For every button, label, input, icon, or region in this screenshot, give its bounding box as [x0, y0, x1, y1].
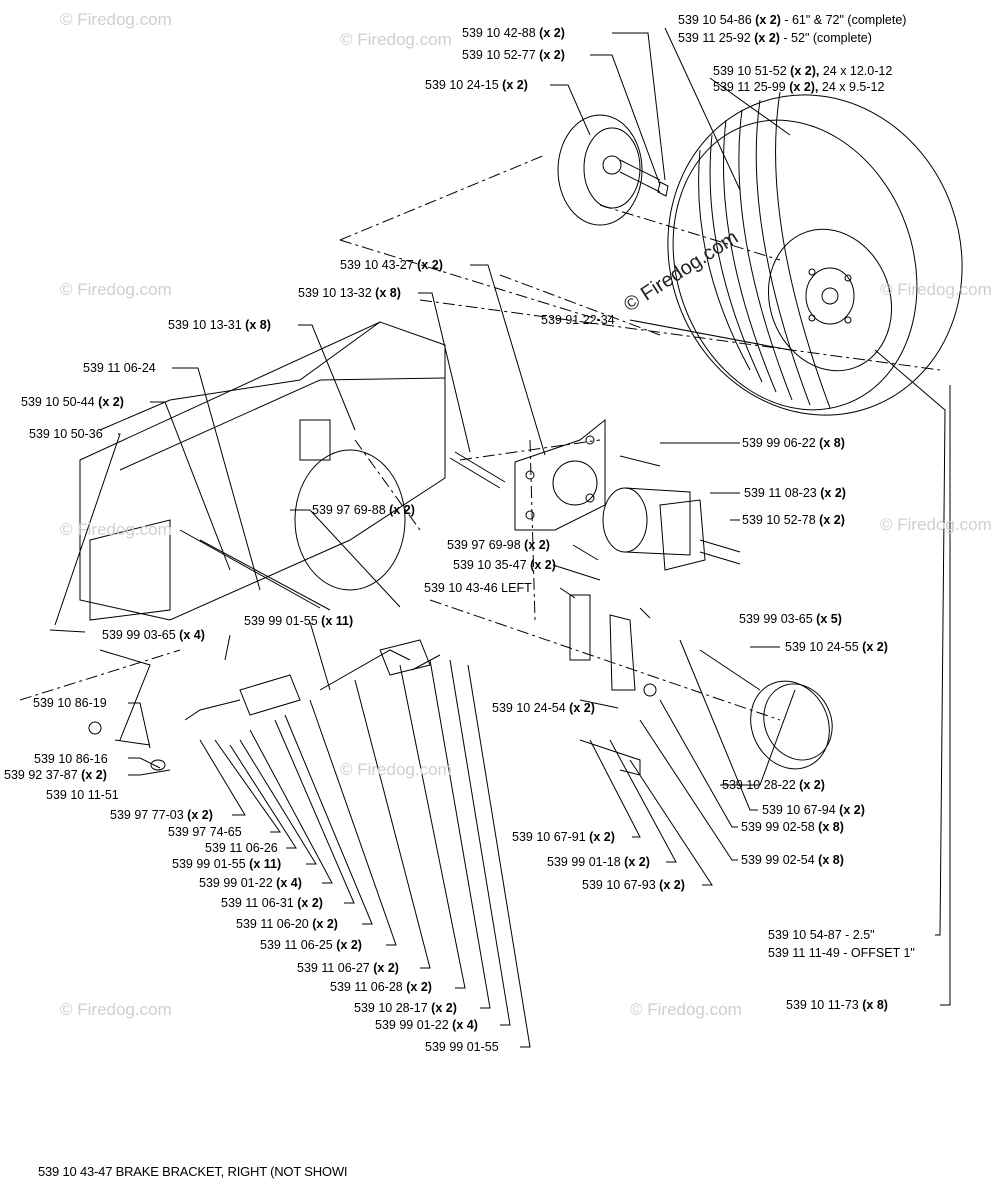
part-label: 539 11 25-99 (x 2), 24 x 9.5-12	[713, 80, 885, 94]
frame-drawing	[79, 321, 446, 621]
watermark: © Firedog.com	[60, 280, 172, 299]
part-label: 539 97 69-88 (x 2)	[312, 503, 415, 517]
part-label: 539 10 67-93 (x 2)	[582, 878, 685, 892]
part-label: 539 99 03-65 (x 4)	[102, 628, 205, 642]
part-label: 539 10 52-77 (x 2)	[462, 48, 565, 62]
center-lines	[19, 154, 941, 721]
part-label: 539 10 52-78 (x 2)	[742, 513, 845, 527]
part-label: 539 99 01-22 (x 4)	[375, 1018, 478, 1032]
tire-drawing	[667, 91, 963, 416]
part-label: 539 10 51-52 (x 2), 24 x 12.0-12	[713, 64, 893, 78]
part-label: 539 10 43-27 (x 2)	[340, 258, 443, 272]
part-label: 539 11 08-23 (x 2)	[744, 486, 846, 500]
part-label: 539 10 13-31 (x 8)	[168, 318, 271, 332]
part-label: 539 10 24-54 (x 2)	[492, 701, 595, 715]
part-label: 539 10 54-87 - 2.5"	[768, 928, 875, 942]
part-label: 539 99 01-55 (x 11)	[172, 857, 282, 871]
hub-drawing	[557, 114, 669, 226]
part-label: 539 11 06-27 (x 2)	[297, 961, 399, 975]
part-label: 539 11 06-25 (x 2)	[260, 938, 362, 952]
part-label: 539 91 22-34	[541, 313, 615, 327]
watermark: © Firedog.com	[630, 1000, 742, 1019]
part-label: 539 10 42-88 (x 2)	[462, 26, 565, 40]
brake-bracket-drawing	[569, 594, 657, 776]
watermark: © Firedog.com	[60, 10, 172, 29]
linkage-drawing	[49, 529, 441, 771]
motor-drawing	[602, 487, 741, 571]
watermark: © Firedog.com	[340, 30, 452, 49]
part-label: 539 97 74-65	[168, 825, 242, 839]
watermark: © Firedog.com	[880, 515, 992, 534]
part-label: 539 10 67-94 (x 2)	[762, 803, 865, 817]
bracket-drawing	[449, 418, 661, 531]
watermark: © Firedog.com	[340, 760, 452, 779]
watermark: © Firedog.com	[60, 520, 172, 539]
part-label: 539 10 50-36	[29, 427, 103, 441]
part-label: 539 99 01-18 (x 2)	[547, 855, 650, 869]
part-label: 539 10 28-22 (x 2)	[722, 778, 825, 792]
part-label: 539 11 06-24	[83, 361, 156, 375]
footer-note: 539 10 43-47 BRAKE BRACKET, RIGHT (NOT S…	[38, 1164, 348, 1179]
part-label: 539 10 50-44 (x 2)	[21, 395, 124, 409]
part-label: 539 10 43-46 LEFT	[424, 581, 532, 595]
part-label: 539 99 06-22 (x 8)	[742, 436, 845, 450]
part-label: 539 10 67-91 (x 2)	[512, 830, 615, 844]
part-label: 539 10 86-16	[34, 752, 108, 766]
brake-drum-drawing	[699, 649, 833, 770]
watermark: © Firedog.com	[880, 280, 992, 299]
part-label: 539 10 54-86 (x 2) - 61" & 72" (complete…	[678, 13, 907, 27]
part-label: 539 10 11-73 (x 8)	[786, 998, 888, 1012]
part-label: 539 99 02-58 (x 8)	[741, 820, 844, 834]
part-label: 539 10 35-47 (x 2)	[453, 558, 556, 572]
part-label: 539 11 06-31 (x 2)	[221, 896, 323, 910]
part-label: 539 11 06-26	[205, 841, 278, 855]
part-label: 539 11 06-28 (x 2)	[330, 980, 432, 994]
part-label: 539 10 28-17 (x 2)	[354, 1001, 457, 1015]
part-label: 539 99 03-65 (x 5)	[739, 612, 842, 626]
part-label: 539 10 13-32 (x 8)	[298, 286, 401, 300]
part-label: 539 97 77-03 (x 2)	[110, 808, 213, 822]
part-label: 539 10 24-55 (x 2)	[785, 640, 888, 654]
part-label: 539 11 06-20 (x 2)	[236, 917, 338, 931]
part-label: 539 10 11-51	[46, 788, 119, 802]
part-label: 539 10 86-19	[33, 696, 107, 710]
part-label: 539 11 25-92 (x 2) - 52" (complete)	[678, 31, 872, 45]
part-label: 539 99 01-22 (x 4)	[199, 876, 302, 890]
watermark: © Firedog.com	[60, 1000, 172, 1019]
leader-lines	[54, 27, 951, 1048]
part-label: 539 92 37-87 (x 2)	[4, 768, 107, 782]
part-label: 539 11 11-49 - OFFSET 1"	[768, 946, 915, 960]
part-label: 539 99 02-54 (x 8)	[741, 853, 844, 867]
part-label: 539 10 24-15 (x 2)	[425, 78, 528, 92]
part-label: 539 99 01-55	[425, 1040, 499, 1054]
part-label: 539 97 69-98 (x 2)	[447, 538, 550, 552]
part-label: 539 99 01-55 (x 11)	[244, 614, 354, 628]
